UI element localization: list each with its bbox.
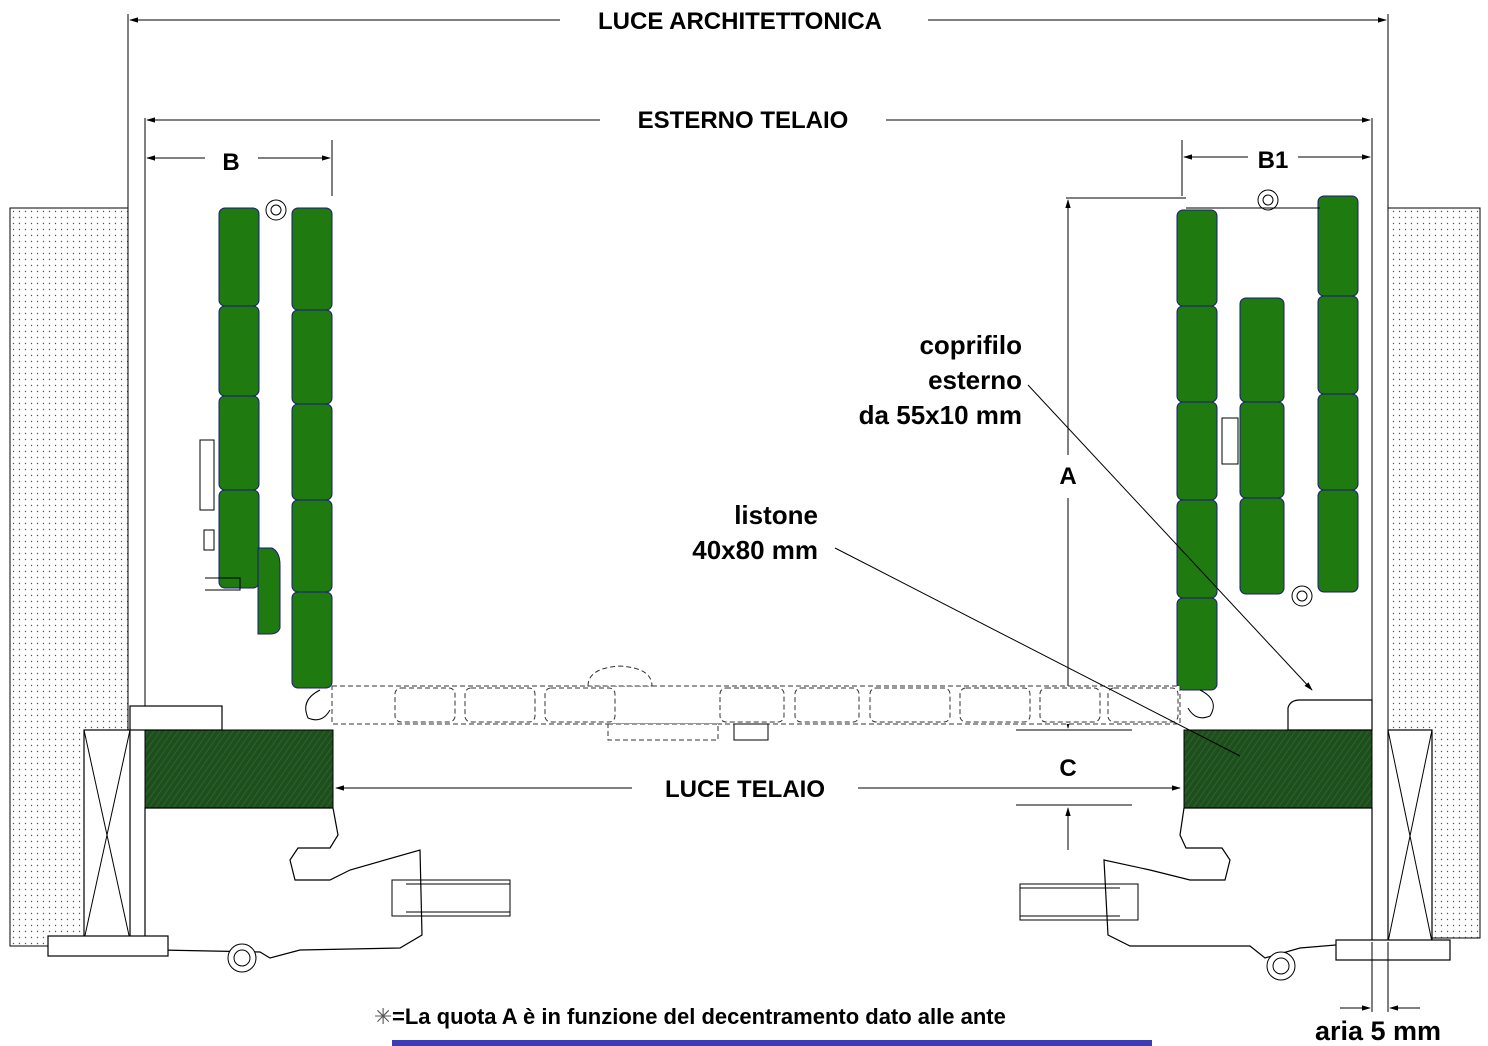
listone-label-line1: listone — [734, 500, 818, 530]
right-shutter-folded — [1176, 189, 1359, 719]
left-listone — [144, 729, 334, 809]
asterisk-icon: ✳ — [374, 1005, 392, 1030]
right-lower-hinge-pin-icon — [1291, 585, 1313, 607]
luce-telaio-label: LUCE TELAIO — [665, 776, 825, 803]
aria-label: aria 5 mm — [1315, 1016, 1441, 1046]
listone-label-line2: 40x80 mm — [692, 535, 818, 565]
dim-a-label: A — [1059, 463, 1076, 490]
left-shutter-folded — [199, 199, 333, 721]
dim-b1-label: B1 — [1258, 147, 1289, 174]
right-hinge-pin-icon — [1257, 189, 1279, 211]
luce-architettonica-label: LUCE ARCHITETTONICA — [598, 8, 882, 35]
shutter-closed-ghost — [331, 665, 1181, 741]
left-bottom-hinge-icon — [227, 943, 257, 973]
quota-a-note: =La quota A è in funzione del decentrame… — [392, 1004, 1006, 1029]
coprifilo-label-line3: da 55x10 mm — [859, 400, 1022, 430]
right-bottom-hinge-icon — [1266, 951, 1296, 981]
right-frame-section — [1019, 699, 1451, 981]
esterno-telaio-label: ESTERNO TELAIO — [638, 107, 849, 134]
left-frame-section — [47, 705, 511, 973]
coprifilo-label-line1: coprifilo — [919, 330, 1022, 360]
coprifilo-label-line2: esterno — [928, 365, 1022, 395]
dim-b-label: B — [222, 149, 239, 176]
cut-off-note-line — [392, 1040, 1152, 1046]
left-hinge-pin-icon — [265, 199, 287, 221]
dim-c-label: C — [1059, 755, 1076, 782]
